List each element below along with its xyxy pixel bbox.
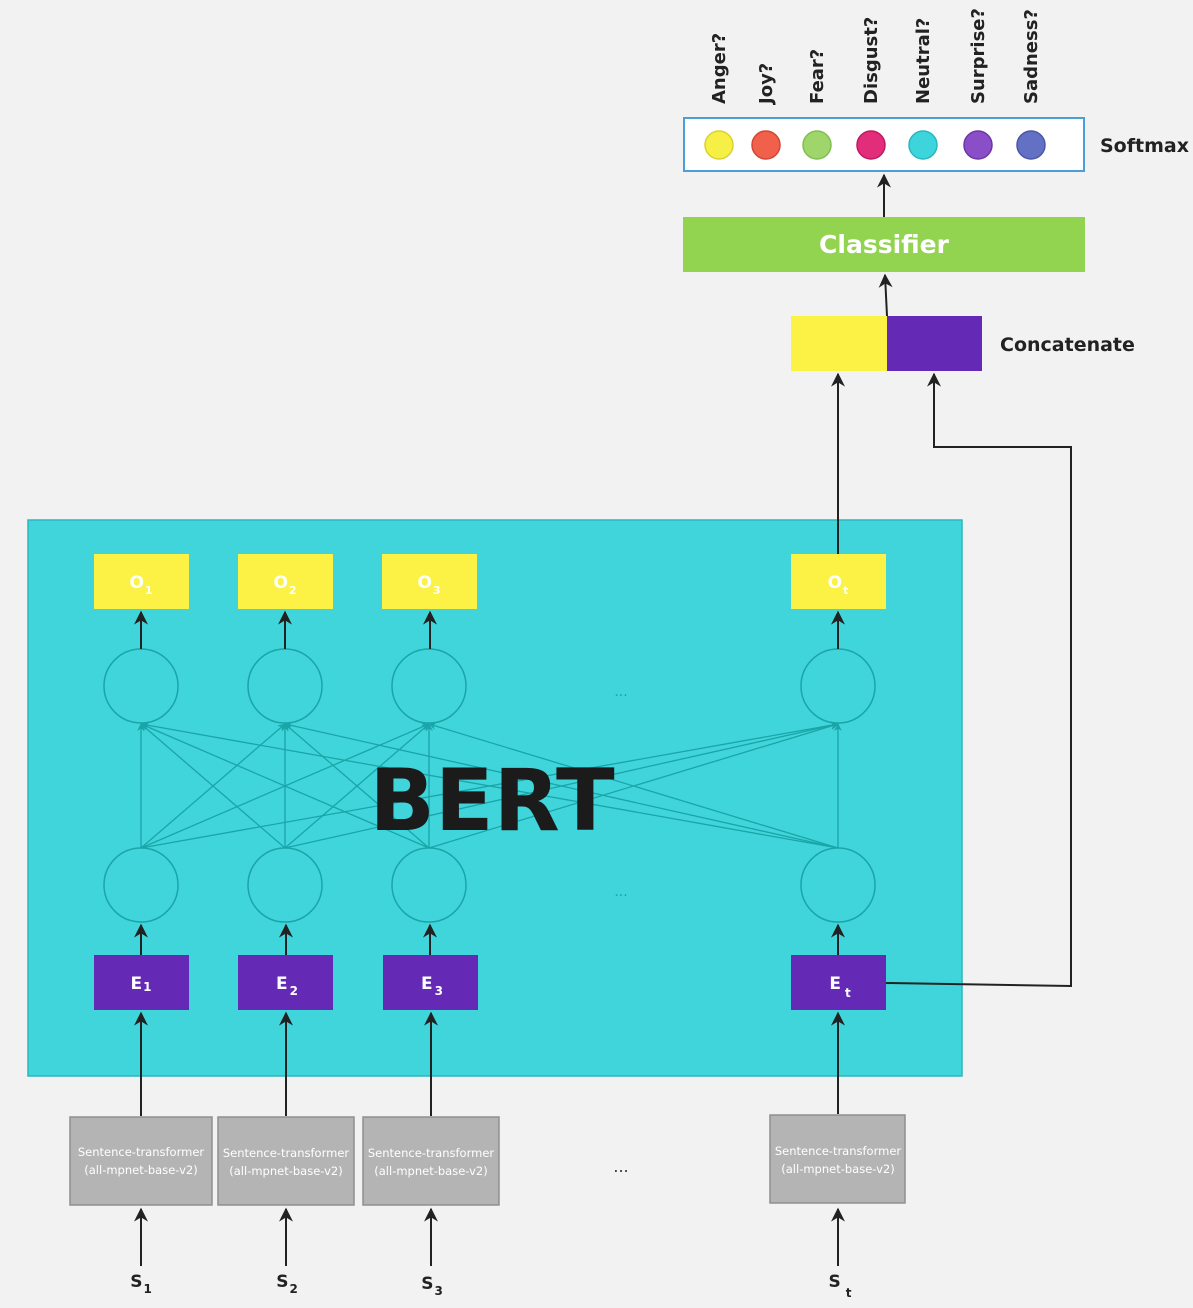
embedding-label-3: E xyxy=(421,974,433,994)
hidden-ellipsis-top: ... xyxy=(614,684,627,700)
input-label-2: S xyxy=(276,1272,288,1292)
softmax-dot-disgust xyxy=(856,130,886,160)
embedding-box-2 xyxy=(238,955,333,1010)
embedding-box-3 xyxy=(383,955,478,1010)
bert-connections xyxy=(137,721,842,849)
hidden-node xyxy=(247,847,323,923)
input-label-t: S xyxy=(829,1272,841,1292)
et-skip-connection xyxy=(885,372,1072,988)
emotion-label-surprise: Surprise? xyxy=(968,8,989,104)
input-sentences: S1 S2 S3 St xyxy=(130,1272,852,1300)
output-box-3 xyxy=(382,554,477,609)
output-tokens: O1 O2 O3 Ot xyxy=(94,554,886,609)
embedding-box-1 xyxy=(94,955,189,1010)
embedding-sub-1: 1 xyxy=(143,980,151,994)
input-sub-t: t xyxy=(846,1286,852,1300)
emotion-label-sadness: Sadness? xyxy=(1021,9,1042,104)
output-label-t: O xyxy=(828,573,842,593)
hidden-node xyxy=(391,847,467,923)
output-box-t xyxy=(791,554,886,609)
st-line1-1: Sentence-transformer xyxy=(78,1145,205,1159)
softmax-dot-surprise xyxy=(963,130,993,160)
st-line2-1: (all-mpnet-base-v2) xyxy=(84,1163,197,1177)
concat-left-segment xyxy=(791,316,887,371)
st-line2-t: (all-mpnet-base-v2) xyxy=(781,1162,894,1176)
emotion-labels: Anger? Joy? Fear? Disgust? Neutral? Surprise?… xyxy=(709,8,1042,106)
svg-text:S2: S2 xyxy=(276,1272,298,1296)
sentence-transformer-box-1 xyxy=(69,1116,213,1206)
lower-hidden-layer xyxy=(103,847,876,923)
st-line1-3: Sentence-transformer xyxy=(368,1146,495,1160)
st-line1-2: Sentence-transformer xyxy=(223,1146,350,1160)
input-sub-2: 2 xyxy=(289,1282,297,1296)
svg-text:E2: E2 xyxy=(276,974,298,998)
softmax-dot-anger xyxy=(704,130,734,160)
output-sub-1: 1 xyxy=(145,584,153,597)
output-box-1 xyxy=(94,554,189,609)
output-box-2 xyxy=(238,554,333,609)
input-sub-3: 3 xyxy=(434,1284,442,1298)
output-label-2: O xyxy=(273,573,287,593)
softmax-label: Softmax xyxy=(1100,135,1189,157)
hidden-ellipsis-bottom: ... xyxy=(614,884,627,900)
hidden-node xyxy=(103,847,179,923)
output-label-3: O xyxy=(417,573,431,593)
softmax-dot-fear xyxy=(802,130,832,160)
sentence-transformer-box-3 xyxy=(362,1116,500,1206)
softmax-dot-neutral xyxy=(908,130,938,160)
emotion-label-disgust: Disgust? xyxy=(861,17,882,104)
bert-arrows xyxy=(134,610,845,1266)
classifier-block xyxy=(683,217,1085,272)
emotion-label-fear: Fear? xyxy=(807,49,828,104)
input-label-3: S xyxy=(421,1274,433,1294)
emotion-label-joy: Joy? xyxy=(756,63,777,106)
emotion-label-anger: Anger? xyxy=(709,33,730,104)
concatenate-label: Concatenate xyxy=(1000,334,1135,356)
embedding-box-t xyxy=(791,955,886,1010)
softmax-dot-sadness xyxy=(1016,130,1046,160)
output-label-1: O xyxy=(129,573,143,593)
embedding-sub-3: 3 xyxy=(435,984,443,998)
sentence-ellipsis: ... xyxy=(613,1157,628,1176)
embedding-label-2: E xyxy=(276,974,288,994)
svg-text:O3: O3 xyxy=(417,573,440,597)
embedding-sub-t: t xyxy=(845,986,851,1000)
sentence-transformers: Sentence-transformer (all-mpnet-base-v2)… xyxy=(69,1114,906,1206)
svg-text:E3: E3 xyxy=(421,974,443,998)
svg-text:S3: S3 xyxy=(421,1274,443,1298)
st-line2-2: (all-mpnet-base-v2) xyxy=(229,1164,342,1178)
softmax-dots xyxy=(704,130,1046,160)
input-sub-1: 1 xyxy=(143,1282,151,1296)
embedding-label-1: E xyxy=(131,974,143,994)
emotion-label-neutral: Neutral? xyxy=(913,18,934,104)
st-line2-3: (all-mpnet-base-v2) xyxy=(374,1164,487,1178)
svg-text:E1: E1 xyxy=(131,974,152,994)
sentence-transformer-box-t xyxy=(769,1114,906,1204)
svg-text:Ot: Ot xyxy=(828,573,849,597)
embedding-sub-2: 2 xyxy=(290,984,298,998)
bert-title: BERT xyxy=(369,751,615,851)
concat-to-classifier-arrow xyxy=(878,273,893,317)
input-label-1: S xyxy=(130,1272,142,1292)
svg-text:St: St xyxy=(829,1272,852,1300)
svg-text:S1: S1 xyxy=(130,1272,152,1296)
hidden-node xyxy=(800,847,876,923)
svg-text:Et: Et xyxy=(829,974,851,1000)
classifier-label: Classifier xyxy=(819,230,950,259)
embedding-label-t: E xyxy=(829,974,841,994)
concat-right-segment xyxy=(887,316,982,371)
softmax-dot-joy xyxy=(751,130,781,160)
svg-text:O1: O1 xyxy=(129,573,152,597)
st-line1-t: Sentence-transformer xyxy=(775,1144,902,1158)
sentence-transformer-box-2 xyxy=(217,1116,355,1206)
output-sub-3: 3 xyxy=(433,584,441,597)
output-sub-2: 2 xyxy=(289,584,297,597)
output-sub-t: t xyxy=(843,584,848,597)
svg-text:O2: O2 xyxy=(273,573,296,597)
